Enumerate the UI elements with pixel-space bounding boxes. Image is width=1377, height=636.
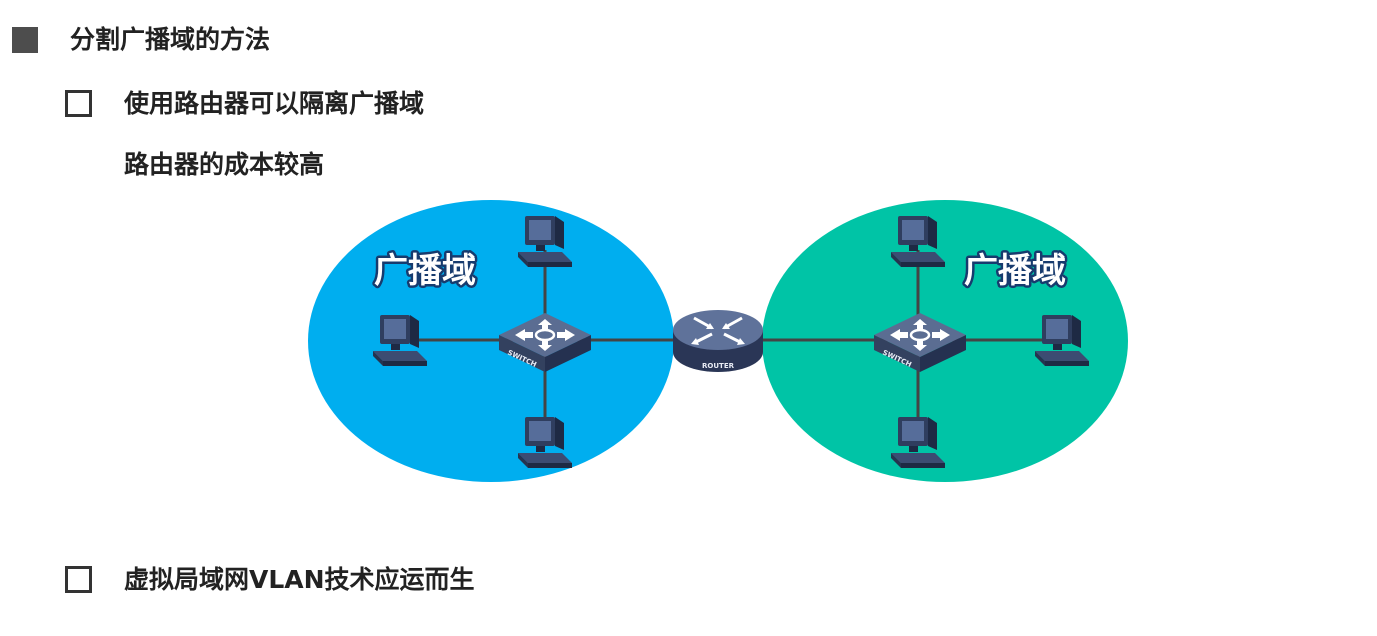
hollow-square-bullet-icon bbox=[65, 566, 92, 593]
router-icon: ROUTER bbox=[671, 308, 765, 374]
computer-icon bbox=[891, 216, 945, 267]
item-vlan: 虚拟局域网VLAN技术应运而生 bbox=[124, 565, 475, 594]
computer-icon bbox=[1035, 315, 1089, 366]
hollow-square-bullet-icon bbox=[65, 90, 92, 117]
right-domain-label: 广播域 bbox=[964, 251, 1066, 291]
computer-icon bbox=[518, 417, 572, 468]
item-router-isolates: 使用路由器可以隔离广播域 bbox=[124, 89, 425, 118]
router-label: ROUTER bbox=[702, 362, 735, 370]
left-domain-label: 广播域 bbox=[374, 251, 476, 291]
computer-icon bbox=[518, 216, 572, 267]
section-title: 分割广播域的方法 bbox=[70, 25, 271, 54]
computer-icon bbox=[373, 315, 427, 366]
item-router-cost: 路由器的成本较高 bbox=[124, 150, 325, 179]
computer-icon bbox=[891, 417, 945, 468]
square-bullet-icon bbox=[12, 27, 38, 53]
